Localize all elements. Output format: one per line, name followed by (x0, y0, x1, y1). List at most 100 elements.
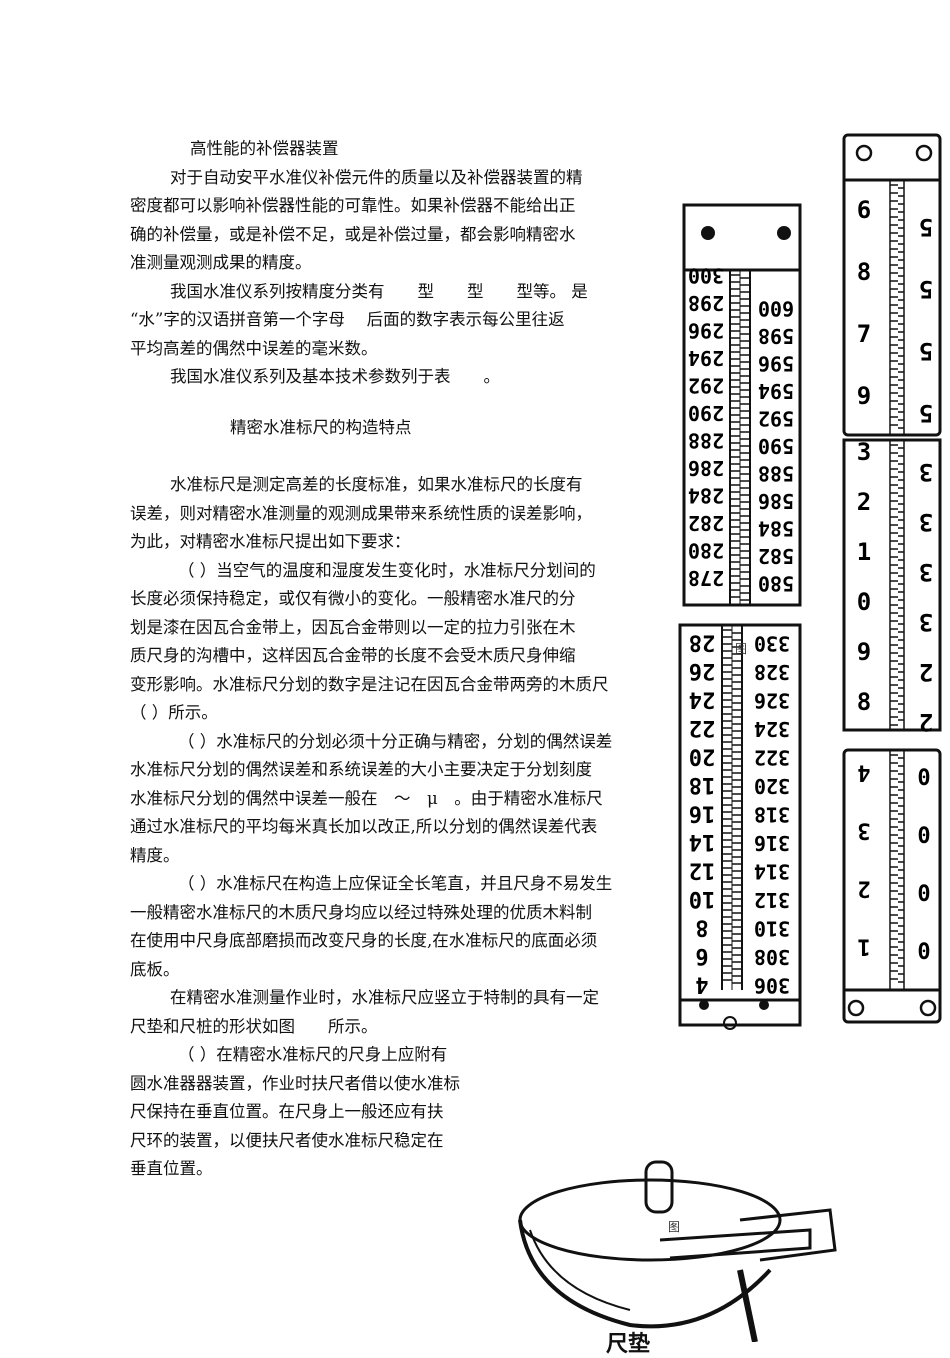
ruler-c-number: 5 (919, 275, 933, 303)
ruler-b-left-number: 6 (695, 943, 708, 968)
paragraph-line: 长度必须保持稳定，或仅有微小的变化。一般精密水准尺的分 (130, 589, 576, 609)
paragraph-line: 水准标尺是测定高差的长度标准，如果水准标尺的长度有 (170, 475, 583, 495)
paragraph-line: 在使用中尺身底部磨损而改变尺身的长度,在水准标尺的底面必须 (130, 931, 598, 951)
ruler-b-right-number: 308 (754, 945, 790, 969)
ruler-b-right-number: 320 (754, 774, 790, 798)
ruler-b-left-number: 14 (689, 829, 716, 854)
paragraph-line: 尺保持在垂直位置。在尺身上一般还应有扶 (130, 1102, 444, 1122)
ruler-c-number: 3 (919, 558, 933, 586)
ruler-c-number: 3 (857, 817, 870, 842)
ruler-c-number: 5 (919, 337, 933, 365)
ruler-b-left-number: 12 (689, 857, 716, 882)
ruler-c-number: 2 (919, 658, 933, 686)
paragraph-line: 精度。 (130, 845, 180, 865)
ruler-a-left-number: 288 (688, 429, 724, 453)
paragraph-line: 准测量观测成果的精度。 (130, 253, 312, 272)
paragraph-line: 水准标尺分划的偶然误差和系统误差的大小主要决定于分划刻度 (130, 760, 592, 780)
paragraph-line: 尺垫和尺桩的形状如图 所示。 (130, 1016, 378, 1036)
paragraph-line: “水”字的汉语拼音第一个字母 后面的数字表示每公里往返 (130, 310, 565, 329)
ruler-b-left-number: 18 (689, 772, 716, 797)
ruler-a-left-number: 298 (688, 291, 724, 315)
ruler-c-number: 0 (917, 766, 930, 791)
ruler-a-left-number: 286 (688, 456, 724, 480)
ruler-c-number: 9 (857, 638, 871, 666)
ruler-c-number: 4 (857, 759, 870, 784)
paragraph-line: 我国水准仪系列及基本技术参数列于表 。 (170, 367, 500, 386)
paragraph-line: 质尺身的沟槽中，这样因瓦合金带的长度不会受木质尺身伸缩 (130, 646, 576, 666)
ruler-b-left-number: 26 (689, 658, 716, 683)
paragraph-line: 底板。 (130, 959, 180, 979)
ruler-c-number: 3 (857, 438, 871, 466)
paragraph-line: 水准标尺分划的偶然中误差一般在 ～ μ 。由于精密水准标尺 (130, 788, 603, 808)
ruler-c-number: 6 (857, 196, 871, 224)
ruler-c-number: 0 (857, 588, 871, 616)
ruler-b-left-number: 22 (689, 715, 716, 740)
ruler-a-right-number: 590 (758, 434, 794, 458)
ruler-a-right-number: 594 (758, 379, 794, 403)
ruler-a-right-number: 596 (758, 352, 794, 376)
paragraph-line: 对于自动安平水准仪补偿元件的质量以及补偿器装置的精 (170, 167, 583, 187)
ruler-c-number: 2 (857, 875, 870, 900)
ruler-c-number: 2 (919, 708, 933, 736)
ruler-b-left-number: 16 (689, 800, 716, 825)
paragraph-line: 垂直位置。 (130, 1159, 213, 1179)
ruler-b-right-number: 316 (754, 831, 790, 855)
ruler-a-left-number: 284 (688, 484, 724, 508)
ruler-a-right-number: 592 (758, 407, 794, 431)
ruler-c-number: 8 (857, 258, 871, 286)
ruler-a-left-number: 278 (688, 566, 724, 590)
paragraph-line: 通过水准标尺的平均每米真长加以改正,所以分划的偶然误差代表 (130, 817, 598, 837)
level-staff-figure: 3002982962942922902882862842822802786005… (678, 133, 942, 1030)
ruler-a-left-number: 292 (688, 374, 724, 398)
paragraph-line: 划是漆在因瓦合金带上，因瓦合金带则以一定的拉力引张在木 (130, 617, 576, 637)
ruler-c-number: 3 (919, 458, 933, 486)
paragraph-line: 为此，对精密水准标尺提出如下要求： (130, 532, 411, 552)
ruler-c-number: 5 (919, 399, 933, 427)
figure-caption-1: 图 (735, 642, 748, 656)
paragraph-line: （ ）在精密水准标尺的尺身上应附有 (178, 1045, 448, 1065)
ruler-a-right-number: 586 (758, 489, 794, 513)
ruler-c-number: 0 (917, 824, 930, 849)
ruler-a-left-number: 296 (688, 319, 724, 343)
paragraph-line: 尺环的装置，以便扶尺者使水准标尺稳定在 (130, 1130, 444, 1150)
ruler-a-left-number: 290 (688, 401, 724, 425)
ruler-b-left-number: 28 (689, 629, 716, 654)
ruler-b-right-number: 310 (754, 917, 790, 941)
ruler-a-left-number: 280 (688, 539, 724, 563)
ruler-a-right-number: 598 (758, 324, 794, 348)
paragraph-line: （ ）水准标尺在构造上应保证全长笔直，并且尺身不易发生 (178, 874, 613, 894)
ruler-c-number: 1 (857, 538, 871, 566)
ruler-a-right-number: 600 (758, 297, 794, 321)
circular-level-figure (518, 1160, 837, 1342)
paragraph-line: 确的补偿量，或是补偿不足，或是补偿过量，都会影响精密水 (130, 224, 576, 244)
ruler-c-number: 2 (857, 488, 871, 516)
ruler-b-right-number: 328 (754, 660, 790, 684)
paragraph-line: 一般精密水准标尺的木质尺身均应以经过特殊处理的优质木料制 (130, 902, 592, 922)
ruler-a-right-number: 582 (758, 544, 794, 568)
ruler-a (682, 203, 802, 607)
ruler-c-number: 1 (857, 933, 870, 958)
paragraph-line: （ ）所示。 (130, 703, 218, 723)
ruler-b-left-number: 24 (689, 686, 716, 711)
ruler-b-left-number: 4 (695, 971, 708, 996)
paragraph-line: 我国水准仪系列按精度分类有 型 型 型等。 是 (170, 281, 588, 301)
paragraph-line: 变形影响。水准标尺分划的数字是注记在因瓦合金带两旁的木质尺 (130, 674, 609, 694)
figure-caption-2: 图 (668, 1220, 681, 1234)
ruler-c-number: 3 (919, 608, 933, 636)
ruler-b-right-number: 306 (754, 974, 790, 998)
ruler-a-right-number: 588 (758, 462, 794, 486)
ruler-b-left-number: 20 (689, 743, 716, 768)
ruler-b-right-number: 330 (754, 632, 790, 656)
ruler-a-left-number: 294 (688, 346, 724, 370)
ruler-c-number: 0 (917, 882, 930, 907)
ruler-b-right-number: 322 (754, 746, 790, 770)
ruler-c-number: 8 (857, 688, 871, 716)
ruler-a-right-number: 584 (758, 517, 794, 541)
paragraph-line: 密度都可以影响补偿器性能的可靠性。如果补偿器不能给出正 (130, 196, 576, 215)
ruler-a-right-number: 580 (758, 572, 794, 596)
paragraph-line: 平均高差的偶然中误差的毫米数。 (130, 338, 378, 358)
ruler-b-left-number: 10 (689, 886, 716, 911)
ruler-c-number: 0 (917, 940, 930, 965)
paragraph-line: 误差，则对精密水准测量的观测成果带来系统性质的误差影响， (130, 503, 592, 523)
